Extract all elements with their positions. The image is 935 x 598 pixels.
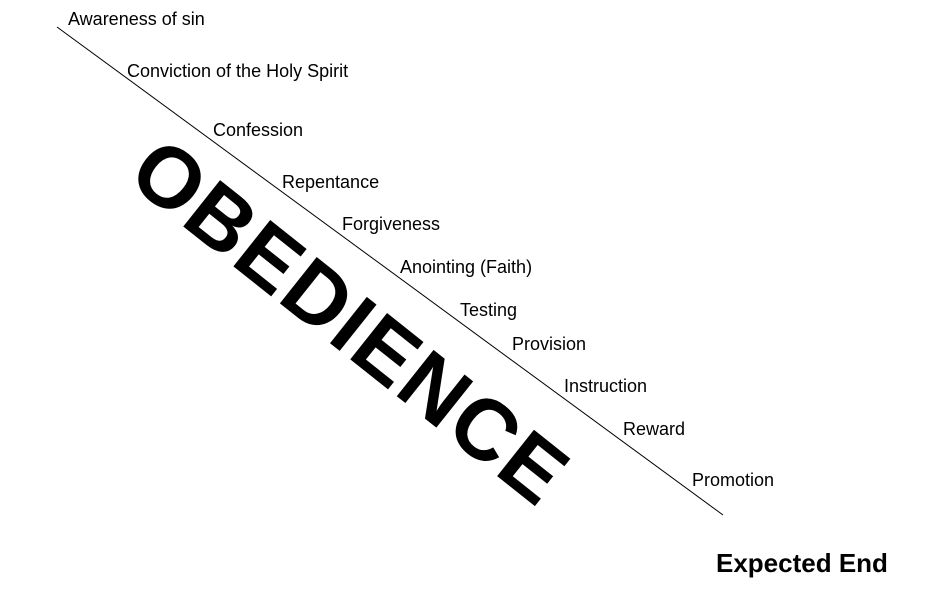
expected-end-label: Expected End [716,548,888,578]
step-anointing: Anointing (Faith) [400,257,533,277]
step-conviction: Conviction of the Holy Spirit [127,61,349,81]
step-testing: Testing [460,300,518,320]
step-awareness-of-sin: Awareness of sin [68,9,205,29]
step-repentance: Repentance [282,172,380,192]
step-reward: Reward [623,419,686,439]
step-forgiveness: Forgiveness [342,214,441,234]
step-confession: Confession [213,120,304,140]
step-provision: Provision [512,334,587,354]
step-promotion: Promotion [692,470,775,490]
step-instruction: Instruction [564,376,648,396]
